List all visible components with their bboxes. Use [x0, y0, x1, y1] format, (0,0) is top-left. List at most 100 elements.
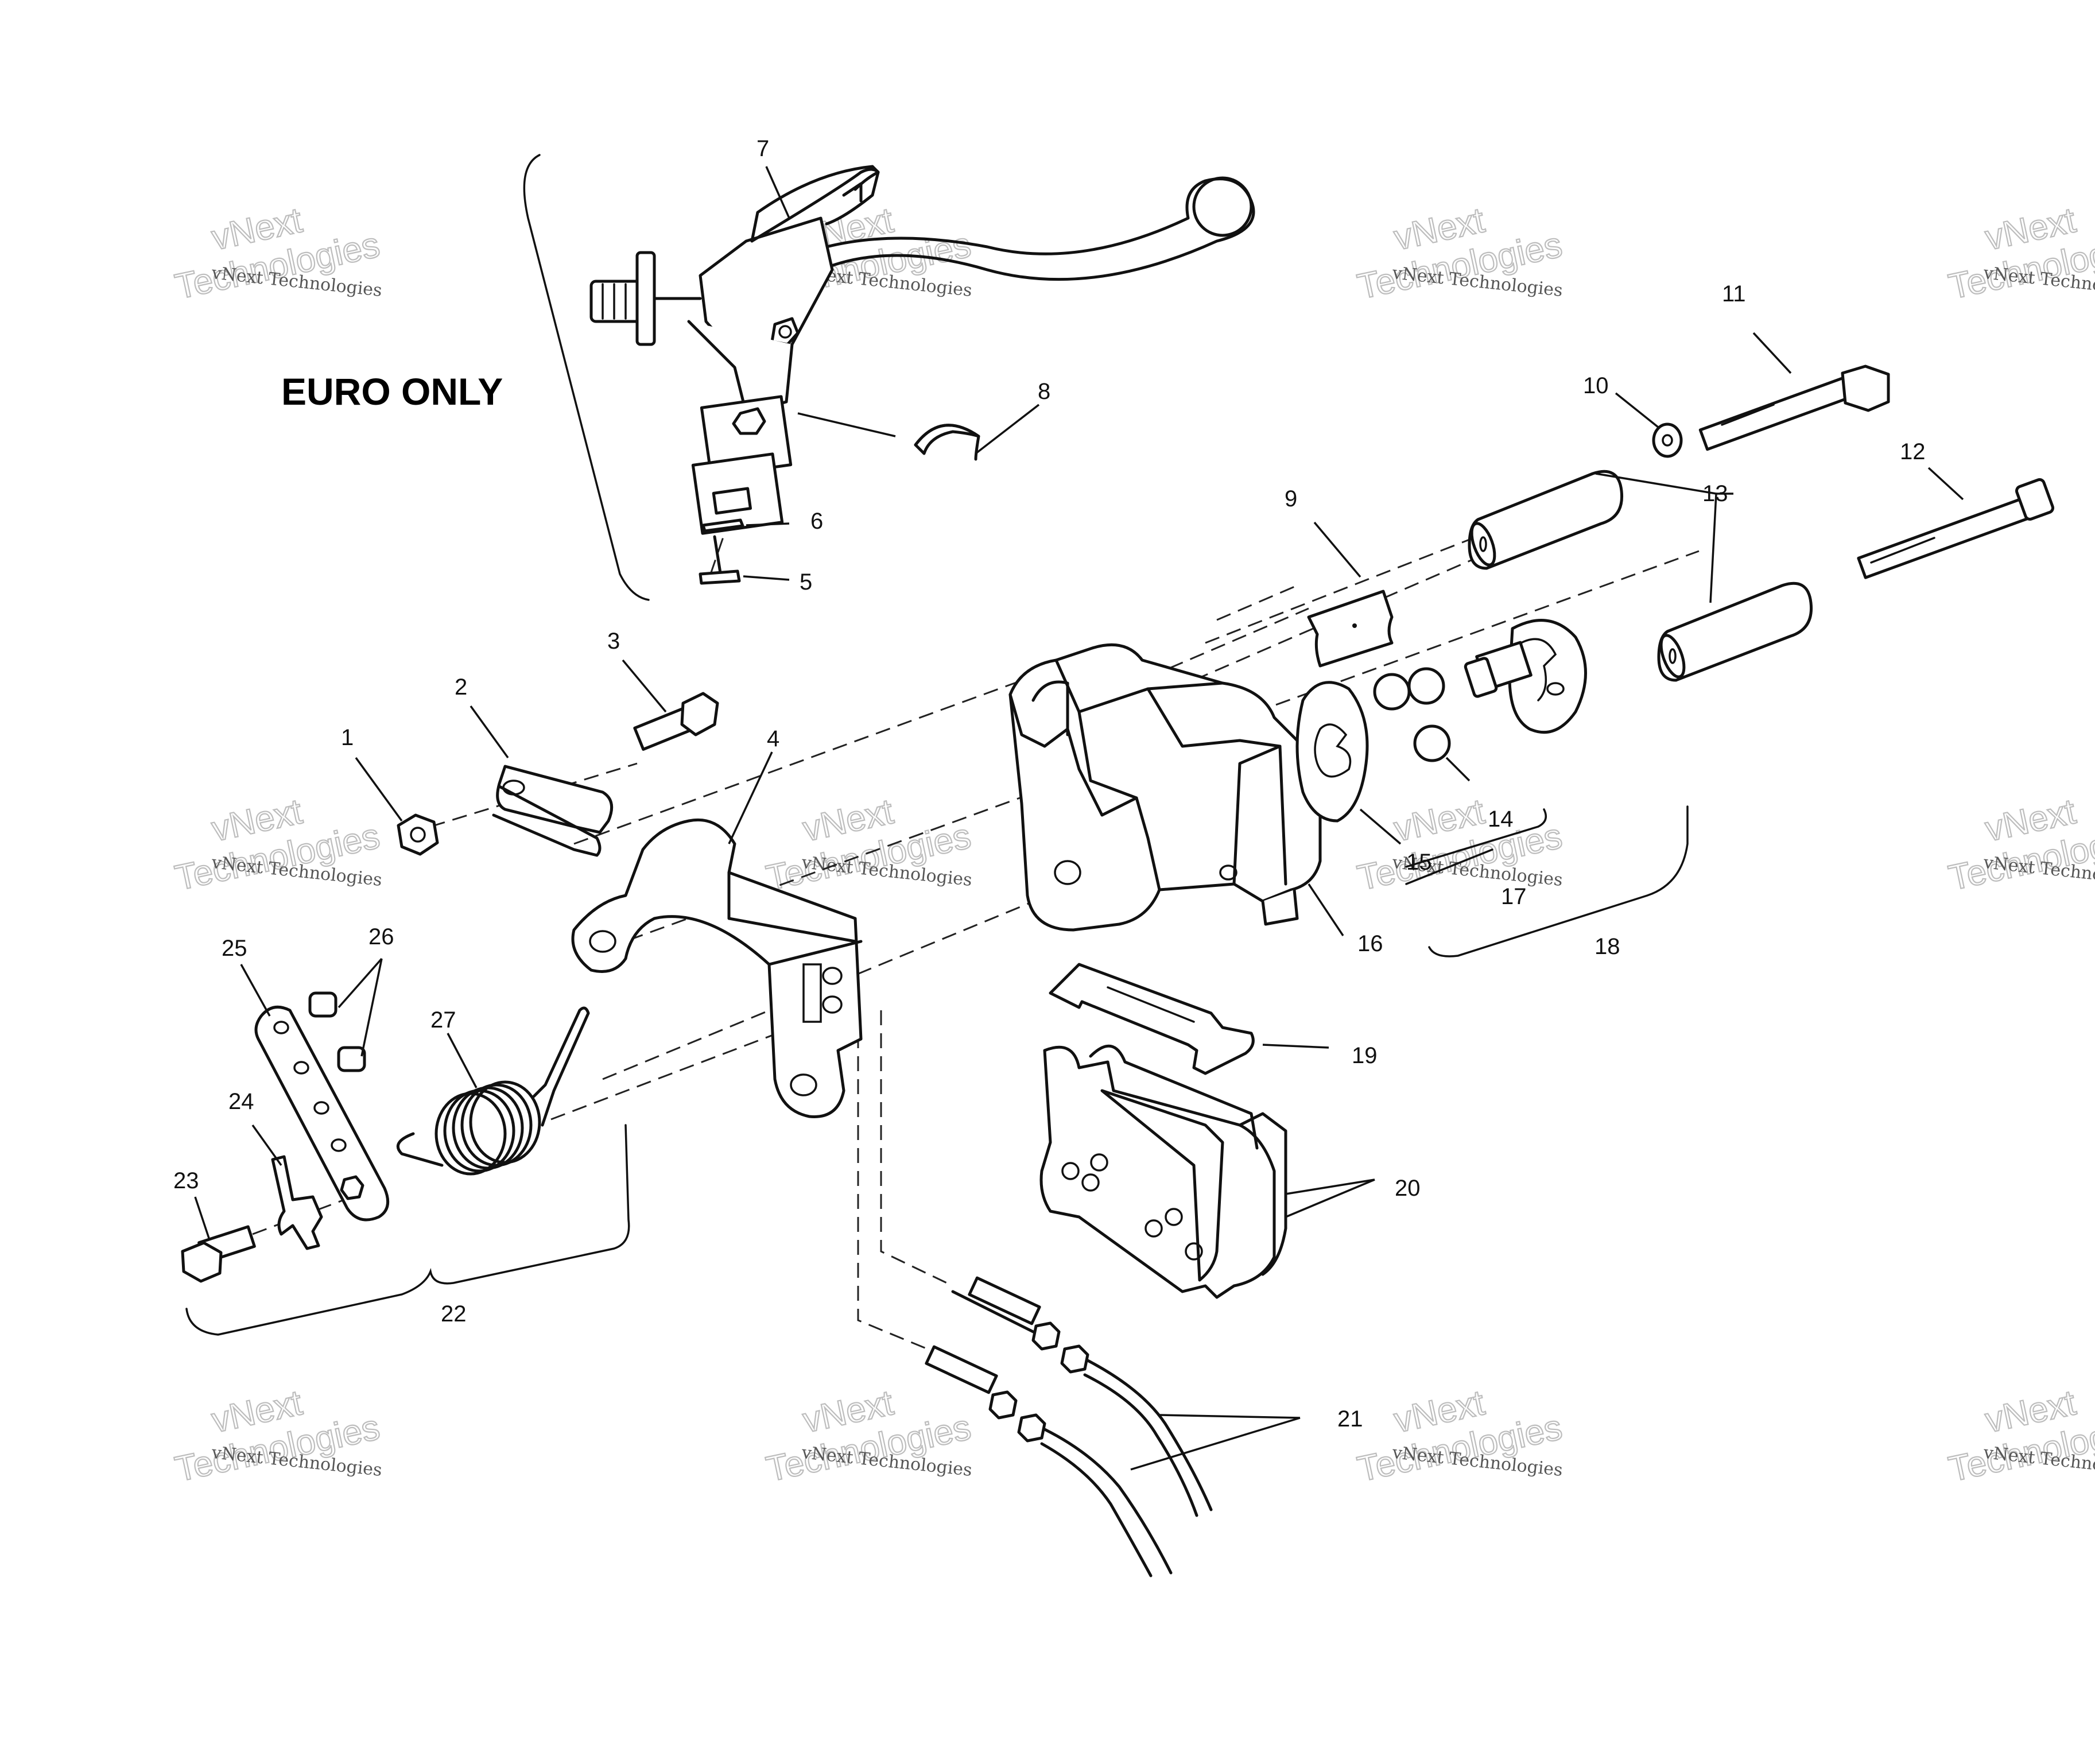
- bushing-lower-end: [1659, 634, 1686, 679]
- leader-6: [746, 522, 790, 526]
- callout-4: 4: [767, 726, 779, 751]
- bracket-17-leader: [1405, 848, 1493, 885]
- nut: [397, 813, 439, 856]
- axis-line-pad: [1216, 584, 1298, 621]
- steel-ball: [1413, 724, 1451, 762]
- hand-brake-lever-assembly: EURO ONLY: [281, 154, 1255, 601]
- axis-line-lever-bottom: [709, 533, 726, 575]
- caliper-pin-hole-2: [1219, 864, 1237, 881]
- screw-shank: [713, 535, 722, 575]
- axis-line-clevis: [430, 762, 638, 828]
- bolt-12-thread: [1870, 537, 1935, 564]
- lever-perch-edge: [750, 165, 880, 243]
- axis-line-pin: [602, 889, 1062, 1080]
- shim-slot: [1107, 986, 1195, 1023]
- bushing-upper: [1468, 470, 1624, 570]
- callout-26: 26: [368, 924, 394, 949]
- pad-hole: [1185, 1242, 1203, 1261]
- actuator-group: [1295, 619, 1689, 957]
- bolt-3-head: [680, 692, 719, 736]
- bushing-lower: [1657, 581, 1813, 682]
- callout-23: 23: [173, 1168, 199, 1193]
- callout-27: 27: [430, 1007, 456, 1033]
- callout-14: 14: [1488, 807, 1514, 832]
- cable-b-nut-2: [1017, 1413, 1046, 1443]
- spring-hook: [396, 1132, 444, 1167]
- bracket-plate: [571, 818, 863, 1118]
- link-hole: [313, 1101, 329, 1115]
- leader-10: [1615, 392, 1660, 429]
- callout-24: 24: [228, 1089, 254, 1114]
- bushing-bolt-group: [1468, 332, 2054, 682]
- leader-26b: [360, 958, 383, 1057]
- adjuster-lock-ring: [635, 251, 656, 346]
- callout-7: 7: [756, 136, 769, 161]
- actuator-spline: [1464, 657, 1498, 698]
- callout-5: 5: [800, 569, 812, 595]
- callout-1: 1: [341, 725, 354, 750]
- leader-2: [470, 705, 509, 759]
- leader-20a: [1285, 1178, 1375, 1195]
- leader-23: [194, 1196, 211, 1240]
- callout-10: 10: [1583, 373, 1609, 398]
- leader-19: [1262, 1044, 1329, 1049]
- bracket-slot: [802, 963, 822, 1023]
- bracket-hole: [822, 995, 843, 1014]
- housing-hex: [732, 407, 766, 435]
- cable-a-threaded-end: [968, 1276, 1041, 1325]
- axis-line-clip: [1147, 607, 1309, 679]
- pad-hole: [1090, 1153, 1108, 1172]
- clip-dot: [1352, 623, 1357, 628]
- caliper-body: [1008, 643, 1344, 936]
- callout-8: 8: [1038, 379, 1050, 404]
- bolt-11-head: [1841, 365, 1890, 412]
- spring-coil: [460, 1083, 533, 1167]
- bolt-12-shank: [1857, 498, 2029, 579]
- bolt-23-head: [181, 1241, 223, 1283]
- caliper-pin-tab: [1261, 888, 1299, 926]
- caliper-inner-edge: [1077, 710, 1138, 800]
- small-washer: [701, 518, 744, 533]
- leader-3: [622, 659, 667, 713]
- clevis-group: [355, 659, 719, 857]
- callout-22: 22: [441, 1301, 467, 1327]
- link-nut: [340, 1175, 364, 1200]
- clip-9: [1307, 521, 1394, 668]
- callout-6: 6: [810, 509, 823, 534]
- bracket-hole: [822, 967, 843, 985]
- leader-20b: [1285, 1178, 1375, 1218]
- leader-8b: [797, 412, 896, 437]
- pivot-nut: [770, 317, 800, 346]
- leader-21a: [1159, 1414, 1301, 1419]
- steel-ball: [1407, 667, 1445, 705]
- leader-14: [1445, 757, 1471, 782]
- cable-a-nut: [1031, 1321, 1061, 1351]
- link-hole: [293, 1061, 309, 1075]
- pad-shim: [1049, 963, 1255, 1075]
- euro-only-label: EURO ONLY: [281, 370, 503, 413]
- leader-1: [355, 757, 403, 822]
- screw-head: [699, 569, 741, 585]
- leader-8a: [975, 404, 1040, 455]
- caliper-left-ear: [1008, 693, 1046, 748]
- axis-line-cable-b: [880, 1010, 953, 1287]
- clevis-hole: [502, 780, 525, 796]
- callout-3: 3: [607, 629, 620, 654]
- bolt-12-head: [2015, 478, 2054, 521]
- caliper-bridge: [1146, 687, 1282, 748]
- leader-9: [1313, 521, 1361, 578]
- bracket-inner-edge: [727, 871, 857, 943]
- bushing-upper-end: [1470, 522, 1496, 567]
- bracket-hole: [790, 1073, 817, 1096]
- lever-top-tab-2: [842, 182, 863, 203]
- nut-hole: [410, 827, 426, 843]
- bushing-lower-bore: [1669, 648, 1677, 664]
- callout-19: 19: [1352, 1043, 1378, 1068]
- leader-4: [728, 751, 773, 844]
- callout-15: 15: [1406, 850, 1432, 875]
- leader-27: [447, 1033, 478, 1088]
- pad-hole: [1145, 1219, 1163, 1238]
- brake-cables: [925, 1276, 1301, 1577]
- brake-pad-front: [1039, 1045, 1276, 1299]
